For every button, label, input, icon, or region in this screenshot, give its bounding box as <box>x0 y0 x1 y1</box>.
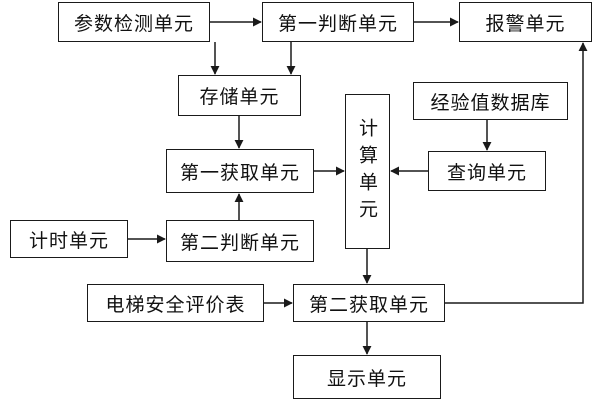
edge-second-acquire-to-alarm <box>445 42 588 304</box>
second-acquire-unit-box: 第二获取单元 <box>293 284 445 322</box>
timer-unit-box: 计时单元 <box>10 220 128 258</box>
experience-db-box: 经验值数据库 <box>413 82 568 120</box>
storage-unit-box: 存储单元 <box>178 75 301 116</box>
calc-unit-box: 计算单元 <box>345 94 390 249</box>
query-unit-box: 查询单元 <box>428 151 546 191</box>
first-acquire-unit-box: 第一获取单元 <box>166 149 314 193</box>
display-unit-box: 显示单元 <box>293 355 441 399</box>
safety-evaluation-table-box: 电梯安全评价表 <box>87 284 264 322</box>
alarm-unit-box: 报警单元 <box>459 2 592 42</box>
first-judge-unit-box: 第一判断单元 <box>262 2 414 42</box>
second-judge-unit-box: 第二判断单元 <box>166 220 314 262</box>
param-detect-unit-box: 参数检测单元 <box>58 2 210 42</box>
